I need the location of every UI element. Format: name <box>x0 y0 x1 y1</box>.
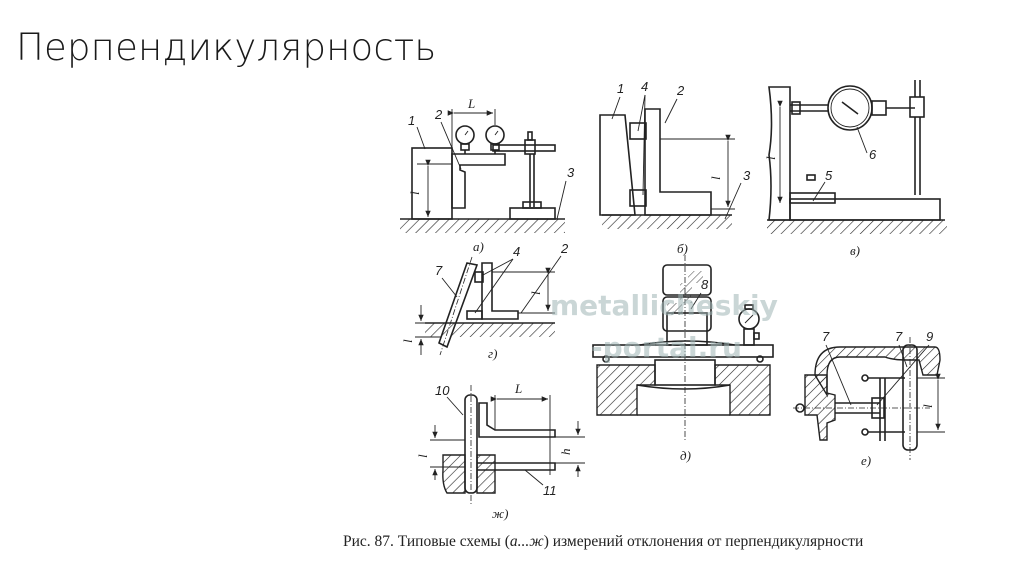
part-1-a: 1 <box>408 113 415 128</box>
part-4-b: 4 <box>641 79 648 94</box>
part-10-zh: 10 <box>435 383 450 398</box>
subfigure-b: l 1 4 2 3 б) <box>599 79 751 256</box>
part-6-v: 6 <box>869 147 877 162</box>
label-a: а) <box>473 239 484 254</box>
part-7-e-left: 7 <box>822 329 830 344</box>
label-zh: ж) <box>492 506 508 521</box>
part-4-g: 4 <box>513 244 520 259</box>
subfigure-v: l 5 6 в) <box>763 80 947 258</box>
svg-text:l: l <box>407 191 422 195</box>
svg-text:l: l <box>415 454 430 458</box>
label-v: в) <box>850 243 860 258</box>
slide-title: Перпендикулярность <box>16 26 437 69</box>
figure-caption: Рис. 87. Типовые схемы (а...ж) измерений… <box>343 533 863 551</box>
dim-L-a: L <box>467 96 475 111</box>
subfigure-a: L l 1 2 3 а) <box>400 96 575 254</box>
part-11-zh: 11 <box>543 483 557 498</box>
part-7-e-right: 7 <box>895 329 903 344</box>
technical-figure: L l 1 2 3 а) <box>395 75 995 525</box>
label-d: д) <box>680 448 691 463</box>
dim-h-zh: h <box>558 449 573 456</box>
svg-text:l: l <box>708 176 723 180</box>
subfigure-g: l l 7 4 2 г) <box>400 241 569 361</box>
label-b: б) <box>677 241 688 256</box>
label-g: г) <box>488 346 497 361</box>
part-9-e: 9 <box>926 329 933 344</box>
part-7-g: 7 <box>435 263 443 278</box>
caption-range: а...ж <box>509 533 544 550</box>
part-2-b: 2 <box>676 83 685 98</box>
svg-text:l: l <box>763 156 778 160</box>
svg-text:l: l <box>920 404 935 408</box>
caption-prefix: Рис. 87. Типовые схемы ( <box>343 533 510 550</box>
part-2-a: 2 <box>434 107 443 122</box>
caption-suffix: ) измерений отклонения от перпендикулярн… <box>543 533 864 550</box>
subfigure-zh: L l h 10 11 ж) <box>415 381 585 521</box>
subfigure-e: l 7 7 9 е) <box>793 329 945 468</box>
dim-L-zh: L <box>514 381 522 396</box>
part-3-b: 3 <box>743 168 751 183</box>
part-2-g: 2 <box>560 241 569 256</box>
part-3-a: 3 <box>567 165 575 180</box>
part-5-v: 5 <box>825 168 833 183</box>
subfigure-d: 8 д) <box>592 255 774 463</box>
part-8-d: 8 <box>701 277 709 292</box>
watermark-line1: metallicheskiy <box>550 289 778 322</box>
watermark-line2: -portal.ru <box>591 331 742 364</box>
svg-text:l: l <box>400 339 415 343</box>
part-1-b: 1 <box>617 81 624 96</box>
label-e: е) <box>861 453 871 468</box>
